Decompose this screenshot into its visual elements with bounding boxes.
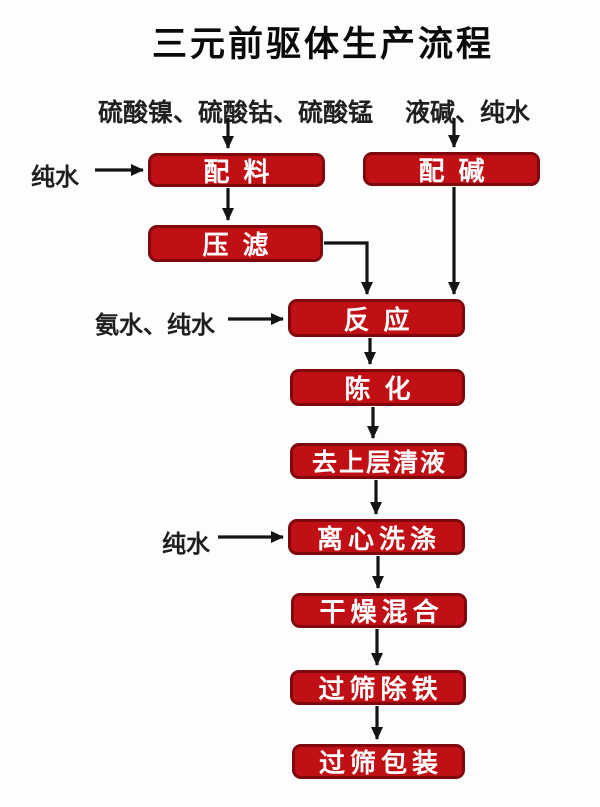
step-batching: 配料: [148, 153, 325, 188]
step-reaction: 反应: [288, 299, 465, 337]
step-centrifugal-washing: 离心洗涤: [288, 519, 465, 555]
page-title: 三元前驱体生产流程: [151, 24, 494, 65]
step-press-filter: 压滤: [148, 225, 323, 262]
input-label-pure-water-batching: 纯水: [31, 162, 79, 191]
arrow-press-filter-to-reaction: [324, 241, 373, 295]
step-sieving-packaging: 过筛包装: [292, 744, 465, 779]
step-drying-mixing: 干燥混合: [291, 593, 467, 628]
step-sieving-iron-removal: 过筛除铁: [290, 670, 466, 705]
input-label-ammonia-pure-water: 氨水、纯水: [95, 310, 215, 339]
step-alkali-prep: 配碱: [363, 152, 540, 187]
step-aging: 陈化: [290, 369, 465, 406]
input-label-sulfates: 硫酸镍、硫酸钴、硫酸锰: [98, 98, 374, 127]
input-label-pure-water-washing: 纯水: [162, 529, 210, 558]
input-label-alkali-water: 液碱、纯水: [405, 98, 531, 127]
step-remove-supernatant: 去上层清液: [290, 443, 467, 479]
